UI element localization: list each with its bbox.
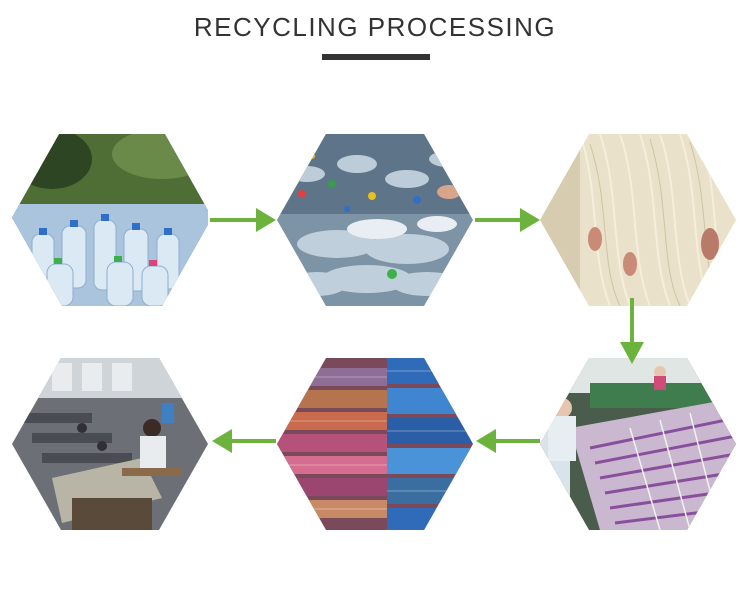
polyester-fiber-photo (540, 134, 736, 306)
weaving-loom-photo (540, 358, 736, 530)
woven-mats-photo (277, 358, 473, 530)
plastic-bottles-photo (12, 134, 208, 306)
arrow-left-1 (476, 429, 540, 453)
step-sewing-workshop (12, 358, 208, 530)
arrow-right-1 (210, 208, 276, 232)
sewing-workshop-photo (12, 358, 208, 530)
page-title: RECYCLING PROCESSING (193, 12, 557, 42)
step-crushed-bottles (277, 134, 473, 306)
arrow-left-2 (212, 429, 276, 453)
step-plastic-bottles (12, 134, 208, 306)
step-woven-mats (277, 358, 473, 530)
arrow-down (620, 298, 644, 364)
step-weaving-loom (540, 358, 736, 530)
arrow-right-2 (475, 208, 540, 232)
crushed-bottles-photo (277, 134, 473, 306)
step-polyester-fiber (540, 134, 736, 306)
title-underline (322, 54, 430, 60)
